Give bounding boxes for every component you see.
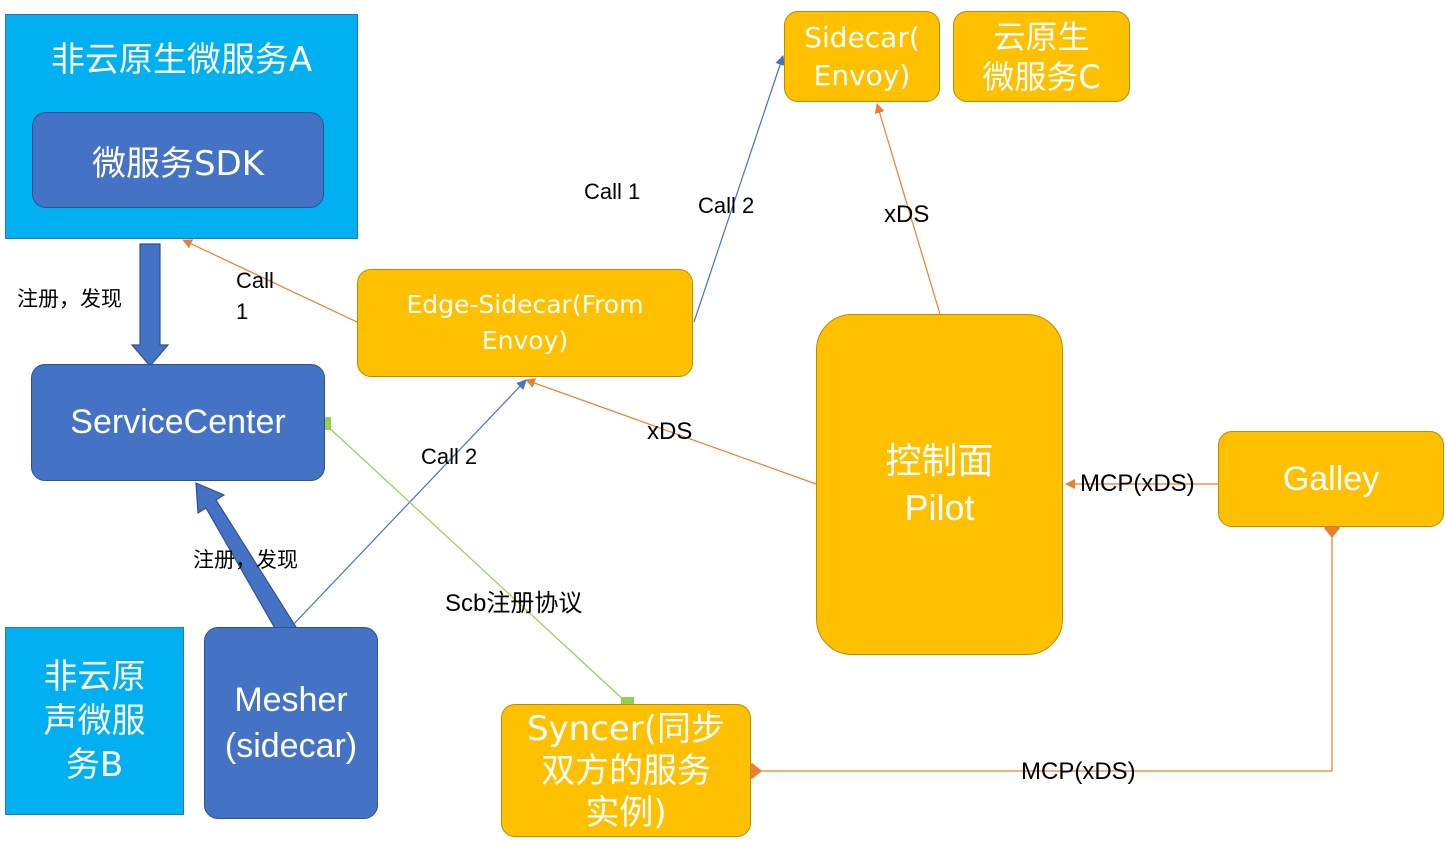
pilot-line2: Pilot [904,486,975,528]
galley-box: Galley [1218,431,1444,527]
edge-sidecar-line1: Edge-Sidecar(From [406,290,644,319]
service-c-line2: 微服务C [982,57,1101,96]
service-b-box: 非云原 声微服 务B [5,627,184,815]
edge-scb-protocol [324,423,628,704]
service-center-label: ServiceCenter [70,403,286,441]
edge-mesher-call2-to-edge [289,379,527,629]
label-call1-left-line2: 1 [236,299,249,324]
mesher-line2: (sidecar) [224,727,358,765]
sidecar-line1: Sidecar( [804,20,920,54]
service-center-box: ServiceCenter [31,364,325,481]
syncer-line3: 实例) [585,792,667,833]
pilot-line1: 控制面 [885,440,994,482]
label-register-discover-b: 注册，发现 [193,548,298,572]
label-call2-mid: Call 2 [421,444,478,469]
service-b-line1: 非云原 [43,657,146,697]
sidecar-box: Sidecar( Envoy) [784,11,940,102]
edge-galley-mcp-to-syncer [752,530,1333,772]
label-call1-left-line1: Call [236,268,274,293]
edge-sidecar-line2: Envoy) [481,326,569,355]
sdk-label: 微服务SDK [91,143,265,184]
sdk-box: 微服务SDK [32,112,324,208]
label-xds-mid: xDS [647,418,693,445]
block-arrow-register-b [195,482,297,638]
syncer-box: Syncer(同步 双方的服务 实例) [501,704,751,837]
block-arrow-register-a [130,243,170,367]
label-call2-top: Call 2 [698,193,755,218]
edge-pilot-xds-to-edge [525,378,817,485]
edge-call2-to-sidecar [693,55,785,323]
mesher-line1: Mesher [234,681,348,719]
edge-call1-to-service-a [182,239,358,323]
service-c-box: 云原生 微服务C [953,11,1130,102]
syncer-line1: Syncer(同步 [526,708,726,749]
edge-pilot-xds-to-sidecar [874,103,941,315]
service-a-title: 非云原生微服务A [50,40,313,80]
service-b-line2: 声微服 [43,701,146,741]
label-scb-protocol: Scb注册协议 [445,590,583,617]
syncer-line2: 双方的服务 [541,750,711,791]
edge-sidecar-box: Edge-Sidecar(From Envoy) [357,269,693,377]
label-xds-top: xDS [884,201,930,228]
service-c-line1: 云原生 [993,17,1090,56]
mesher-box: Mesher (sidecar) [204,627,378,819]
label-register-discover-a: 注册，发现 [17,287,122,311]
sidecar-line2: Envoy) [813,58,911,92]
galley-label: Galley [1282,459,1380,498]
service-b-line3: 务B [65,745,124,785]
label-call1-top: Call 1 [584,179,641,204]
label-mcp-syncer: MCP(xDS) [1021,758,1136,785]
pilot-box: 控制面 Pilot [816,314,1063,655]
label-mcp-pilot: MCP(xDS) [1080,470,1195,497]
